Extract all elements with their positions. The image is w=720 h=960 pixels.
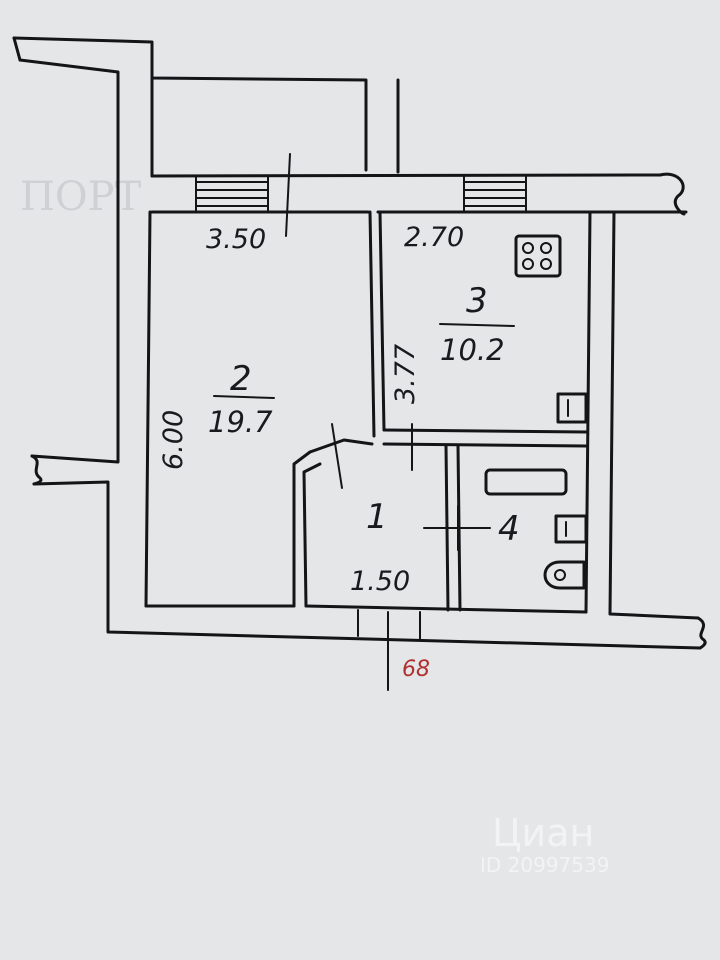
stove-icon xyxy=(514,234,562,278)
room-1-number: 1 xyxy=(366,497,388,537)
room-2-area: 19.7 xyxy=(208,405,273,439)
window-right xyxy=(463,175,527,213)
watermark-id: ID 20997539 xyxy=(480,853,609,877)
bathtub-icon xyxy=(484,468,568,496)
faint-print: ПОРТ xyxy=(20,174,142,220)
dim-right-width: 2.70 xyxy=(404,222,464,253)
window-left xyxy=(195,175,269,213)
partition-kitchen xyxy=(292,210,588,612)
watermark-brand: Циан xyxy=(492,811,594,855)
room-4-number: 4 xyxy=(498,509,520,549)
toilet-icon xyxy=(543,560,586,590)
bathroom-sink-icon xyxy=(554,514,588,544)
section-mark-top xyxy=(285,153,291,237)
red-annotation: 68 xyxy=(402,657,430,682)
dim-left-width: 3.50 xyxy=(206,224,266,255)
outer-walls xyxy=(12,36,707,650)
kitchen-sink-icon xyxy=(556,392,588,424)
dim-left-height: 6.00 xyxy=(158,410,189,470)
room-3-number: 3 xyxy=(466,281,488,321)
dim-hall-width: 1.50 xyxy=(350,566,410,597)
room-3-area: 10.2 xyxy=(440,333,505,367)
room-2-number: 2 xyxy=(230,359,252,399)
dim-kitchen-height: 3.77 xyxy=(390,344,421,404)
